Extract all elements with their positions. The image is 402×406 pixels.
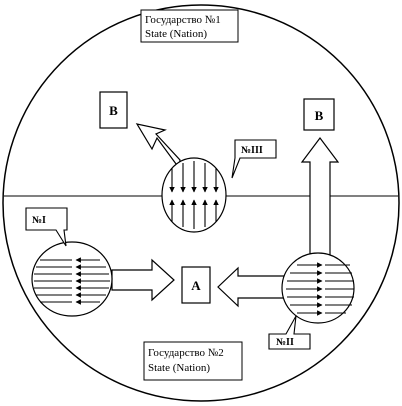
state-2-name: Государство №2	[148, 347, 224, 359]
state-2-label: Государство №2 State (Nation)	[143, 341, 243, 381]
box-a: A	[181, 266, 211, 304]
state-1-subtitle: State (Nation)	[145, 28, 207, 40]
state-1-name: Государство №1	[145, 14, 221, 26]
state-2-subtitle: State (Nation)	[148, 362, 210, 374]
state-1-label: Государство №1 State (Nation)	[140, 9, 239, 43]
box-a-label: A	[191, 278, 201, 293]
box-b-right: B	[303, 98, 335, 131]
arrow-right-to-a	[217, 266, 286, 308]
callout-zone-2-label: №II	[276, 337, 294, 348]
arrow-left-to-a	[111, 258, 175, 302]
arrow-to-b-right	[300, 137, 340, 263]
callout-zone-1: №I	[25, 207, 68, 247]
zone-3-circle	[161, 157, 227, 233]
box-b-left-label: B	[109, 103, 118, 118]
box-b-left: B	[99, 91, 128, 129]
callout-zone-2: №II	[268, 315, 311, 350]
zone-1-circle	[31, 241, 113, 317]
arrow-to-b-left	[135, 123, 181, 170]
box-b-right-label: B	[315, 108, 324, 123]
callout-zone-3-label: №III	[241, 145, 263, 156]
callout-zone-3: №III	[231, 139, 277, 179]
zone-2-circle	[281, 252, 355, 324]
callout-zone-1-label: №I	[32, 215, 46, 226]
